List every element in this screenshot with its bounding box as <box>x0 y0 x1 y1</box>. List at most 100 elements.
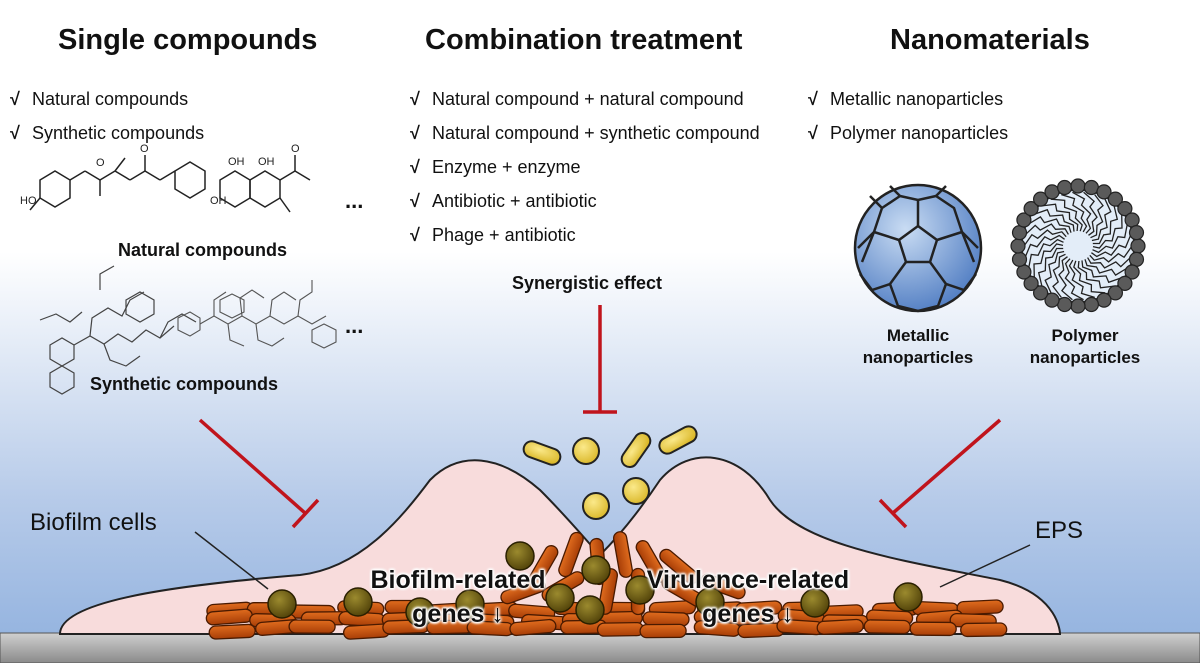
coccus-bacterium <box>695 587 725 617</box>
rod-bacterium <box>288 619 336 634</box>
coccus-bacterium <box>455 589 485 619</box>
coccus-bacterium <box>545 583 575 613</box>
synergistic-effect-label: Synergistic effect <box>512 273 663 293</box>
structure-atom-label: O <box>291 143 300 155</box>
rod-bacterium <box>956 599 1004 616</box>
inhibition-arrow-combination <box>583 305 617 414</box>
natural-compound-structure-2 <box>219 155 311 213</box>
polymer-chain <box>1081 260 1122 284</box>
polymer-head-bead <box>1023 201 1039 217</box>
list-item: √Polymer nanoparticles <box>808 116 1008 150</box>
polymer-head-bead <box>1096 292 1112 308</box>
polymer-chain <box>1024 234 1065 258</box>
polymer-head-bead <box>1107 191 1124 207</box>
inhibition-arrow-single <box>198 418 320 529</box>
rod-bacterium <box>659 548 699 585</box>
list-item: √Synthetic compounds <box>10 116 204 150</box>
coccus-bacterium <box>581 555 611 585</box>
treatment-agents <box>522 425 698 520</box>
polymer-head-bead <box>1044 292 1060 308</box>
polymer-head-bead <box>1070 298 1086 314</box>
polymer-chain <box>1091 234 1132 258</box>
polymer-head-bead <box>1044 184 1060 200</box>
polymer-chain <box>1091 198 1112 242</box>
check-mark-icon: √ <box>10 89 20 109</box>
structure-atom-label: O <box>140 143 149 155</box>
polymer-head-bead <box>1117 201 1133 217</box>
polymer-chain <box>1058 256 1073 301</box>
polymer-head-bead <box>1011 225 1028 241</box>
polymer-head-bead <box>1083 179 1100 196</box>
natural-compounds-caption: Natural compounds <box>118 240 288 260</box>
eps-label: EPS <box>1035 517 1084 544</box>
polymer-head-bead <box>1128 225 1145 241</box>
biofilm-cells-callout <box>194 531 269 590</box>
synthetic-compound-structure-1 <box>39 265 197 395</box>
coccus-bacterium <box>800 588 830 618</box>
polymer-chain <box>1090 194 1104 239</box>
polymer-chain <box>1028 238 1064 269</box>
polymer-chain <box>1068 259 1095 299</box>
coccus-bacterium <box>893 582 923 612</box>
polymer-chain <box>1050 198 1083 232</box>
metallic-nanoparticles-caption: Metallic nanoparticles <box>862 326 974 367</box>
polymer-core <box>1021 189 1135 303</box>
polymer-chain <box>1084 259 1128 276</box>
polymer-chain <box>1092 205 1119 245</box>
rod-bacterium <box>816 618 864 635</box>
list-item: √Metallic nanoparticles <box>808 82 1008 116</box>
coccus-bacterium <box>625 575 655 605</box>
structure-atom-label: O <box>96 157 105 169</box>
polymer-chain <box>1061 193 1088 233</box>
rod-bacterium <box>960 622 1008 638</box>
list-item: √Natural compound + synthetic compound <box>410 116 760 150</box>
surface <box>0 632 1200 663</box>
nanomaterials-list: √Metallic nanoparticles √Polymer nanopar… <box>808 82 1008 150</box>
check-mark-icon: √ <box>808 123 818 143</box>
structure-atom-label: HO <box>20 195 37 207</box>
coccus-bacterium <box>505 541 535 571</box>
heading-nanomaterials: Nanomaterials <box>890 24 1090 56</box>
combination-list: √Natural compound + natural compound √Na… <box>410 82 760 252</box>
polymer-head-bead <box>1056 296 1073 313</box>
rod-bacterium <box>205 608 253 626</box>
polymer-nanoparticles-caption: Polymer nanoparticles <box>1029 326 1141 367</box>
natural-compound-structure-1 <box>29 155 206 211</box>
inhibition-arrow-nano <box>878 418 1002 529</box>
check-mark-icon: √ <box>410 89 420 109</box>
heading-single-compounds: Single compounds <box>58 24 318 56</box>
polymer-chain <box>1089 245 1133 263</box>
rod-bacterium <box>558 531 584 578</box>
structure-atom-label: OH <box>258 156 275 168</box>
check-mark-icon: √ <box>410 225 420 245</box>
polymer-head-bead <box>1130 238 1146 254</box>
polymer-head-bead <box>1083 296 1100 313</box>
synthetic-compounds-caption: Synthetic compounds <box>90 374 279 394</box>
polymer-chain <box>1064 258 1084 301</box>
polymer-chain <box>1044 250 1065 294</box>
eps-callout <box>939 544 1031 588</box>
check-mark-icon: √ <box>410 191 420 211</box>
list-item: √Enzyme + enzyme <box>410 150 760 184</box>
metallic-nanoparticle <box>853 183 983 313</box>
rod-bacterium <box>500 578 546 605</box>
polymer-head-bead <box>1023 275 1039 291</box>
virulence-genes-label: Virulence-related genes ↓ <box>646 566 850 628</box>
coccus-bacterium <box>343 587 373 617</box>
check-mark-icon: √ <box>10 123 20 143</box>
synthetic-compound-structure-2 <box>177 280 337 349</box>
more-synthetic-ellipsis: ... <box>345 313 364 338</box>
more-natural-ellipsis: ... <box>345 188 364 213</box>
rod-bacterium <box>639 623 687 639</box>
polymer-chain <box>1087 256 1132 269</box>
polymer-chain <box>1077 260 1115 289</box>
polymer-head-bead <box>1016 212 1032 228</box>
polymer-head-bead <box>1124 264 1140 280</box>
list-item: √Phage + antibiotic <box>410 218 760 252</box>
polymer-nanoparticle <box>1010 178 1146 314</box>
polymer-chain <box>1023 229 1067 247</box>
polymer-head-bead <box>1011 251 1028 267</box>
structure-atom-label: OH <box>228 156 245 168</box>
biofilm-genes-label: Biofilm-related genes ↓ <box>370 566 546 628</box>
